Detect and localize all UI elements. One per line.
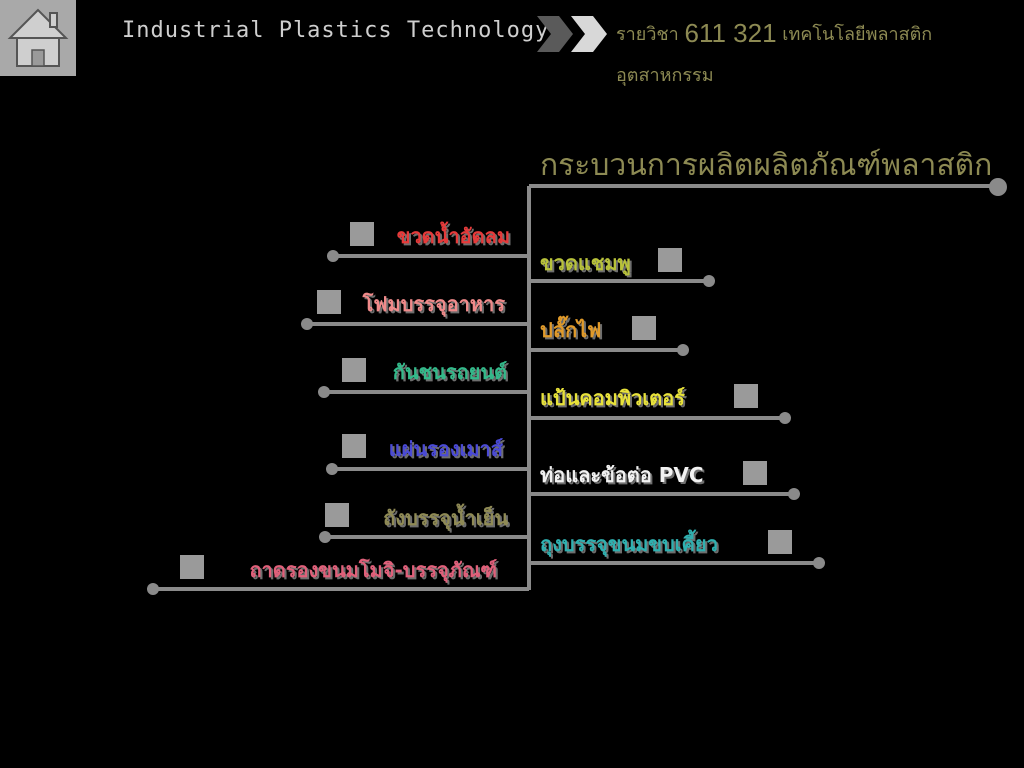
product-button-right-1[interactable] — [658, 248, 682, 272]
branch-endpoint-left-3 — [318, 386, 330, 398]
course-name-line2: อุตสาหกรรม — [616, 65, 714, 86]
product-link-left-5[interactable]: ถังบรรจุน้ำเย็น — [383, 506, 508, 530]
branch-endpoint-left-1 — [327, 250, 339, 262]
product-button-left-3[interactable] — [342, 358, 366, 382]
app-title: Industrial Plastics Technology — [122, 18, 550, 43]
product-button-left-6[interactable] — [180, 555, 204, 579]
chevron-arrows-icon — [537, 16, 607, 52]
home-button[interactable] — [0, 0, 76, 76]
product-button-left-5[interactable] — [325, 503, 349, 527]
heading-line-endpoint — [989, 178, 1007, 196]
product-link-right-3[interactable]: แป้นคอมพิวเตอร์ — [540, 386, 685, 410]
product-link-left-2[interactable]: โฟมบรรจุอาหาร — [362, 292, 505, 316]
product-button-right-4[interactable] — [743, 461, 767, 485]
branch-endpoint-right-3 — [779, 412, 791, 424]
branch-endpoint-right-4 — [788, 488, 800, 500]
product-button-left-4[interactable] — [342, 434, 366, 458]
branch-endpoint-right-2 — [677, 344, 689, 356]
page-title: กระบวนการผลิตผลิตภัณฑ์พลาสติก — [540, 148, 993, 183]
course-info: รายวิชา 611 321 เทคโนโลยีพลาสติก — [616, 18, 932, 49]
product-link-right-4[interactable]: ท่อและข้อต่อ PVC — [540, 463, 704, 487]
product-button-right-3[interactable] — [734, 384, 758, 408]
product-link-right-5[interactable]: ถุงบรรจุขนมขบเคี้ยว — [540, 532, 718, 556]
branch-endpoint-left-4 — [326, 463, 338, 475]
product-button-right-2[interactable] — [632, 316, 656, 340]
branch-endpoint-right-5 — [813, 557, 825, 569]
branch-endpoint-left-6 — [147, 583, 159, 595]
product-button-right-5[interactable] — [768, 530, 792, 554]
branch-endpoint-right-1 — [703, 275, 715, 287]
home-icon — [7, 8, 69, 67]
product-link-right-2[interactable]: ปลั๊กไฟ — [540, 318, 602, 342]
product-link-left-1[interactable]: ขวดน้ำอัดลม — [396, 224, 510, 248]
course-code: 611 321 — [684, 18, 777, 48]
product-button-left-2[interactable] — [317, 290, 341, 314]
product-link-left-6[interactable]: ถาดรองขนมโมจิ-บรรจุภัณฑ์ — [249, 558, 497, 582]
product-button-left-1[interactable] — [350, 222, 374, 246]
product-link-right-1[interactable]: ขวดแชมพู — [540, 251, 631, 275]
branch-endpoint-left-2 — [301, 318, 313, 330]
branch-endpoint-left-5 — [319, 531, 331, 543]
course-name: เทคโนโลยีพลาสติก — [782, 24, 933, 45]
course-prefix: รายวิชา — [616, 24, 679, 45]
product-link-left-4[interactable]: แผ่นรองเมาส์ — [388, 437, 503, 461]
product-link-left-3[interactable]: กันชนรถยนต์ — [392, 360, 507, 384]
